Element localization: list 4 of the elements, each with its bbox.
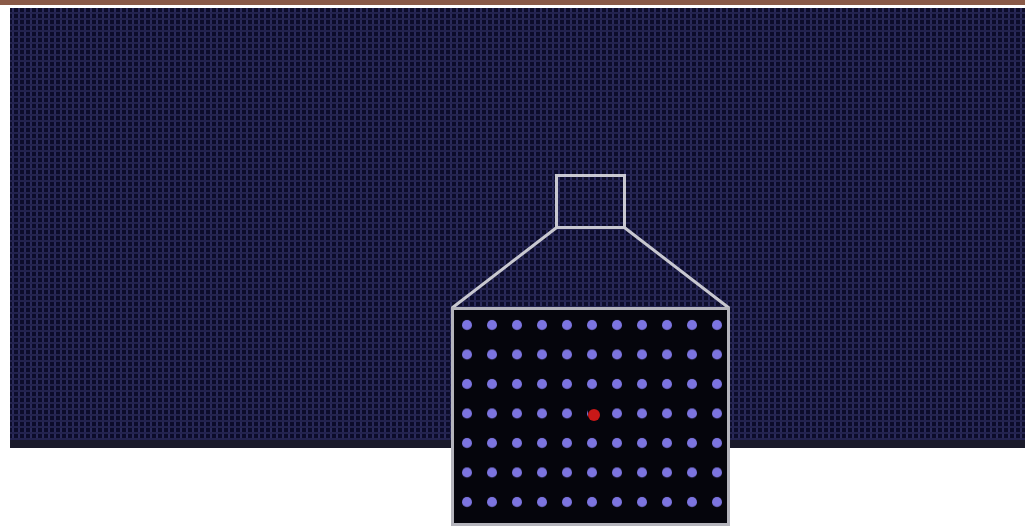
zoom-line — [451, 226, 557, 310]
zoom-line — [624, 226, 730, 310]
zoom-frame — [555, 174, 626, 229]
picture — [451, 307, 730, 526]
